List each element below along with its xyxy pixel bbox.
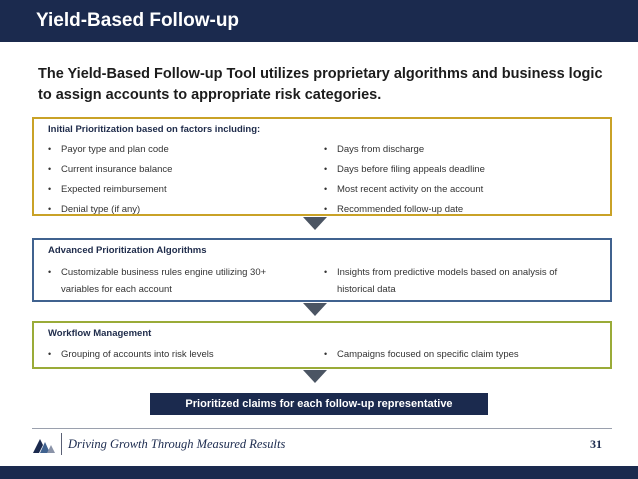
list-item: Most recent activity on the account (324, 183, 485, 196)
bottom-bar (0, 466, 638, 479)
section-initial-prioritization: Initial Prioritization based on factors … (32, 117, 612, 216)
slide-title: Yield-Based Follow-up (0, 0, 638, 42)
list-item: Customizable business rules engine utili… (48, 264, 298, 298)
left-column: Customizable business rules engine utili… (48, 264, 298, 298)
list-item: Payor type and plan code (48, 143, 172, 156)
list-item: Days before filing appeals deadline (324, 163, 485, 176)
list-item: Denial type (if any) (48, 203, 172, 216)
section-title: Workflow Management (48, 328, 152, 339)
right-column: Days from discharge Days before filing a… (324, 143, 485, 216)
flow-arrow-icon (303, 370, 327, 383)
footer-tagline: Driving Growth Through Measured Results (68, 437, 286, 451)
section-title: Initial Prioritization based on factors … (48, 124, 261, 135)
list-item: Insights from predictive models based on… (324, 264, 594, 298)
list-item: Recommended follow-up date (324, 203, 485, 216)
list-item: Expected reimbursement (48, 183, 172, 196)
flow-arrow-icon (303, 303, 327, 316)
list-item: Days from discharge (324, 143, 485, 156)
section-advanced-algorithms: Advanced Prioritization Algorithms Custo… (32, 238, 612, 302)
result-banner: Prioritized claims for each follow-up re… (150, 393, 488, 415)
list-item: Campaigns focused on specific claim type… (324, 348, 519, 361)
left-column: Payor type and plan code Current insuran… (48, 143, 172, 216)
left-column: Grouping of accounts into risk levels (48, 348, 214, 361)
right-column: Insights from predictive models based on… (324, 264, 594, 298)
page-number: 31 (590, 437, 602, 451)
section-title: Advanced Prioritization Algorithms (48, 245, 207, 256)
list-item: Grouping of accounts into risk levels (48, 348, 214, 361)
list-item: Current insurance balance (48, 163, 172, 176)
footer-divider (32, 428, 612, 429)
intro-text: The Yield-Based Follow-up Tool utilizes … (38, 66, 603, 103)
section-workflow-management: Workflow Management Grouping of accounts… (32, 321, 612, 369)
right-column: Campaigns focused on specific claim type… (324, 348, 519, 361)
company-logo-icon (33, 439, 55, 453)
footer-separator (61, 433, 62, 455)
flow-arrow-icon (303, 217, 327, 230)
